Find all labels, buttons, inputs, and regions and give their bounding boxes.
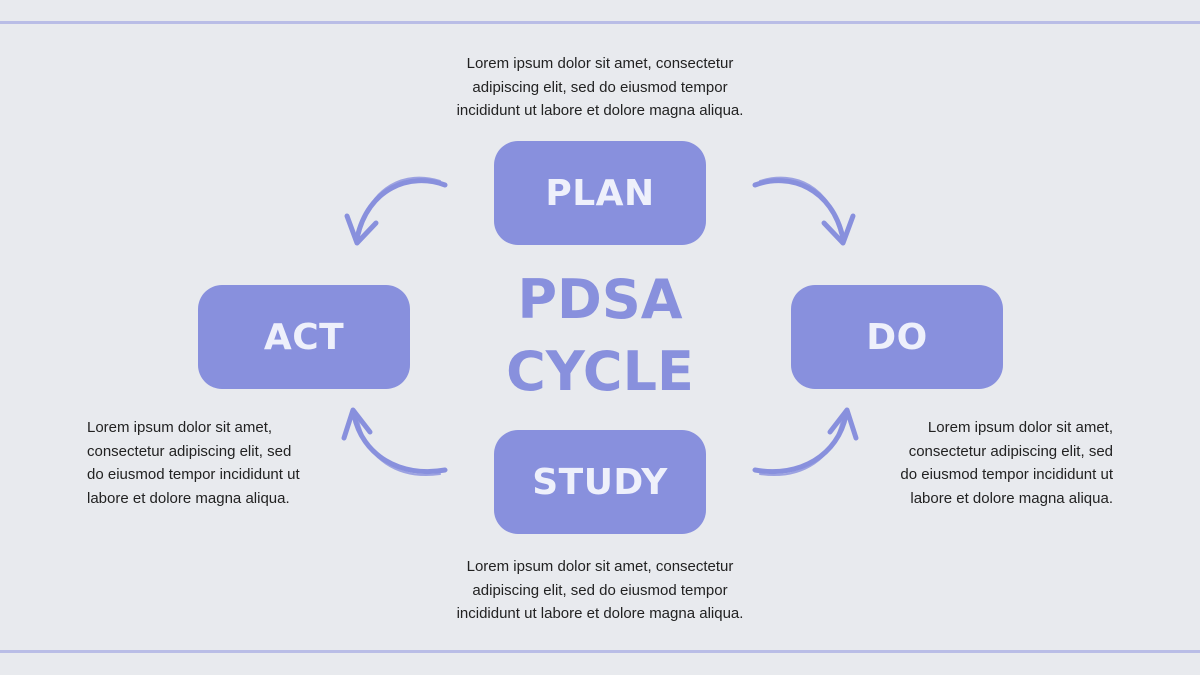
stage-do-box: DO: [791, 285, 1003, 389]
stage-study-box: STUDY: [494, 430, 706, 534]
stage-study-label: STUDY: [532, 461, 668, 503]
act-description-line: consectetur adipiscing elit, sed: [87, 442, 292, 460]
study-description-line: Lorem ipsum dolor sit amet, consectetur: [466, 558, 734, 575]
act-description-line: do eiusmod tempor incididunt ut: [87, 466, 300, 483]
do-description-line: do eiusmod tempor incididunt ut: [900, 466, 1113, 483]
diagram-title-line-1: PDSA: [517, 268, 683, 331]
study-description: Lorem ipsum dolor sit amet, consectetur …: [420, 555, 780, 626]
do-description-line: labore et dolore magna aliqua.: [910, 489, 1113, 507]
plan-description-line: Lorem ipsum dolor sit amet, consectetur: [466, 55, 734, 72]
plan-description-line: adipiscing elit, sed do eiusmod tempor: [472, 78, 728, 96]
curved-arrow-icon: [752, 176, 856, 246]
plan-description: Lorem ipsum dolor sit amet, consectetur …: [420, 52, 780, 123]
study-description-line: incididunt ut labore et dolore magna ali…: [456, 605, 744, 622]
act-description-line: Lorem ipsum dolor sit amet,: [87, 419, 273, 436]
do-description-line: Lorem ipsum dolor sit amet,: [927, 419, 1113, 436]
do-description-line: consectetur adipiscing elit, sed: [908, 442, 1113, 460]
stage-act-label: ACT: [263, 316, 345, 358]
diagram-title-line-2: CYCLE: [506, 340, 694, 403]
stage-plan-label: PLAN: [545, 172, 655, 214]
top-divider: [0, 21, 1200, 24]
act-description-line: labore et dolore magna aliqua.: [87, 489, 290, 507]
do-description: Lorem ipsum dolor sit amet, consectetur …: [868, 416, 1113, 510]
stage-do-label: DO: [866, 316, 928, 358]
stage-act-box: ACT: [198, 285, 410, 389]
bottom-divider: [0, 650, 1200, 653]
curved-arrow-icon: [341, 407, 448, 476]
curved-arrow-icon: [752, 407, 859, 476]
act-description: Lorem ipsum dolor sit amet, consectetur …: [87, 416, 337, 510]
curved-arrow-icon: [344, 176, 448, 246]
study-description-line: adipiscing elit, sed do eiusmod tempor: [472, 581, 728, 599]
plan-description-line: incididunt ut labore et dolore magna ali…: [456, 102, 744, 119]
stage-plan-box: PLAN: [494, 141, 706, 245]
